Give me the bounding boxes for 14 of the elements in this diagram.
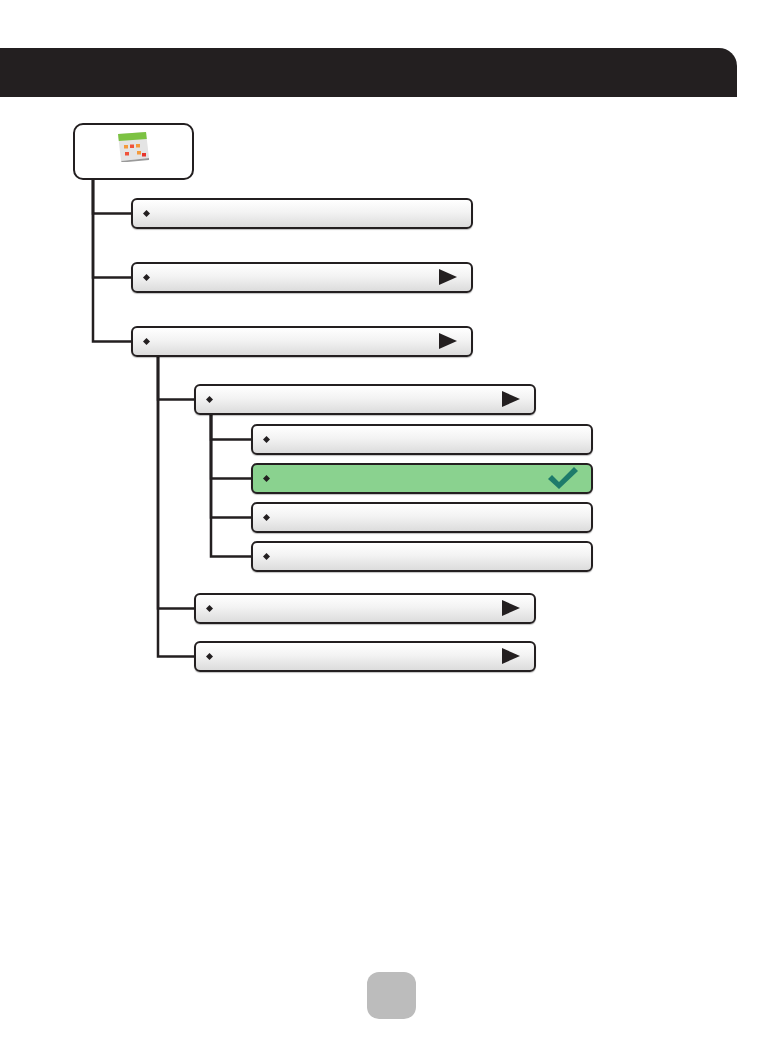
menu-item <box>251 541 593 572</box>
menu-item <box>251 502 593 533</box>
menu-item <box>251 424 593 455</box>
menu-item <box>194 641 536 672</box>
selected-menu-item <box>251 463 593 494</box>
connector-line <box>209 415 251 558</box>
connector-line <box>91 180 131 343</box>
menu-item <box>131 262 473 293</box>
menu-item <box>194 593 536 624</box>
menu-item <box>131 326 473 357</box>
menu-root-panel <box>73 123 194 180</box>
menu-item <box>131 198 473 229</box>
menu-item <box>194 384 536 415</box>
connector-line <box>156 357 194 658</box>
